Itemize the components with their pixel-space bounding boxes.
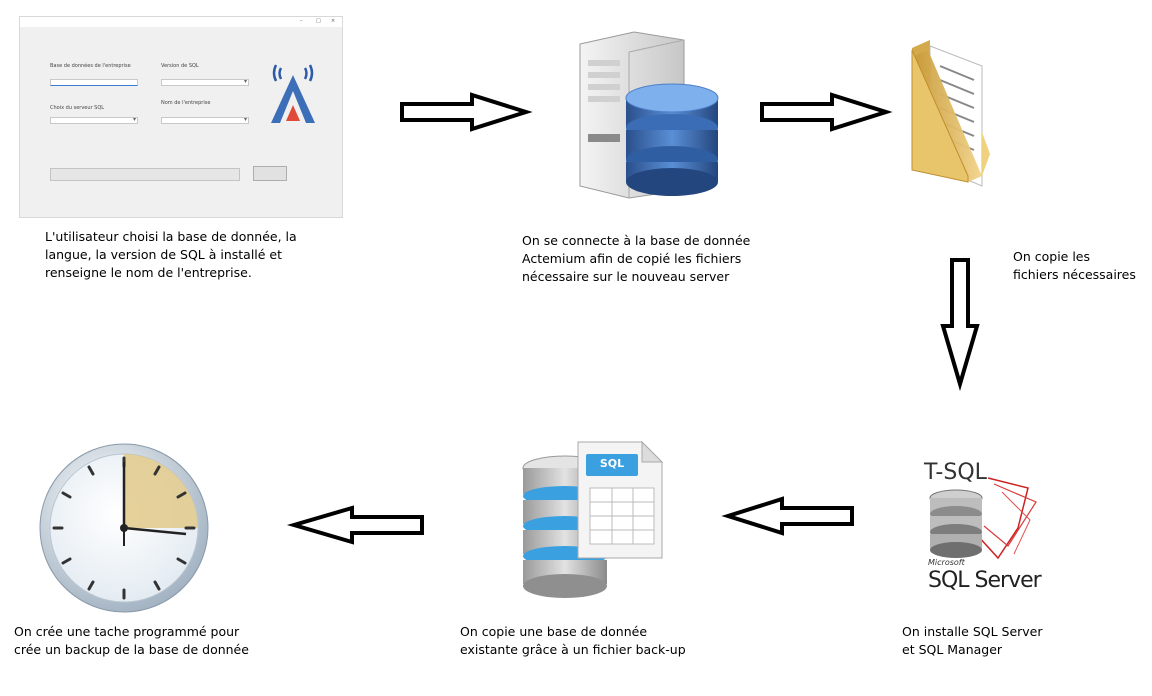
sql-server-icon: T-SQL Microsoft SQL Server xyxy=(918,458,1058,608)
progress-bar xyxy=(50,168,240,181)
step-3-caption: On copie les fichiers nécessaires xyxy=(1013,249,1136,282)
clock-icon xyxy=(39,443,209,613)
database-sql-file-icon: SQL xyxy=(520,438,665,598)
arrow-left-1 xyxy=(721,496,854,536)
field-label: Version de SQL xyxy=(161,63,199,69)
arrow-right-1 xyxy=(400,92,533,132)
arrow-down xyxy=(940,258,980,392)
tsql-title: T-SQL xyxy=(924,460,987,485)
step-1-caption: L'utilisateur choisi la base de donnée, … xyxy=(45,229,297,280)
step-4-caption: On installe SQL Server et SQL Manager xyxy=(902,624,1043,657)
field-label: Choix du serveur SQL xyxy=(50,105,105,111)
install-button[interactable] xyxy=(253,166,287,181)
sql-server-wordmark: SQL Server xyxy=(928,568,1042,593)
microsoft-label: Microsoft xyxy=(928,558,965,567)
sql-version-select[interactable] xyxy=(161,78,249,86)
company-name-input[interactable] xyxy=(161,116,249,124)
close-icon[interactable]: × xyxy=(331,18,336,24)
company-database-input[interactable] xyxy=(50,79,138,86)
app-logo-icon xyxy=(271,64,315,123)
maximize-icon[interactable]: □ xyxy=(316,18,321,24)
folder-icon xyxy=(911,40,990,187)
step-5-caption: On copie une base de donnée existante gr… xyxy=(460,624,686,657)
setup-window-screenshot: – □ × Base de données de l'entreprise Ve… xyxy=(19,16,343,218)
sql-server-select[interactable] xyxy=(50,116,138,124)
minimize-icon[interactable]: – xyxy=(300,18,303,24)
field-label: Nom de l'entreprise xyxy=(161,100,211,106)
step-6-caption: On crée une tache programmé pour crée un… xyxy=(14,624,249,657)
arrow-left-2 xyxy=(286,505,424,545)
arrow-right-2 xyxy=(760,92,893,132)
server-database-icon xyxy=(579,31,719,199)
window-titlebar: – □ × xyxy=(20,17,342,27)
sql-sheet-label: SQL xyxy=(599,457,625,470)
step-2-caption: On se connecte à la base de donnée Actem… xyxy=(522,233,751,284)
field-label: Base de données de l'entreprise xyxy=(50,63,131,69)
